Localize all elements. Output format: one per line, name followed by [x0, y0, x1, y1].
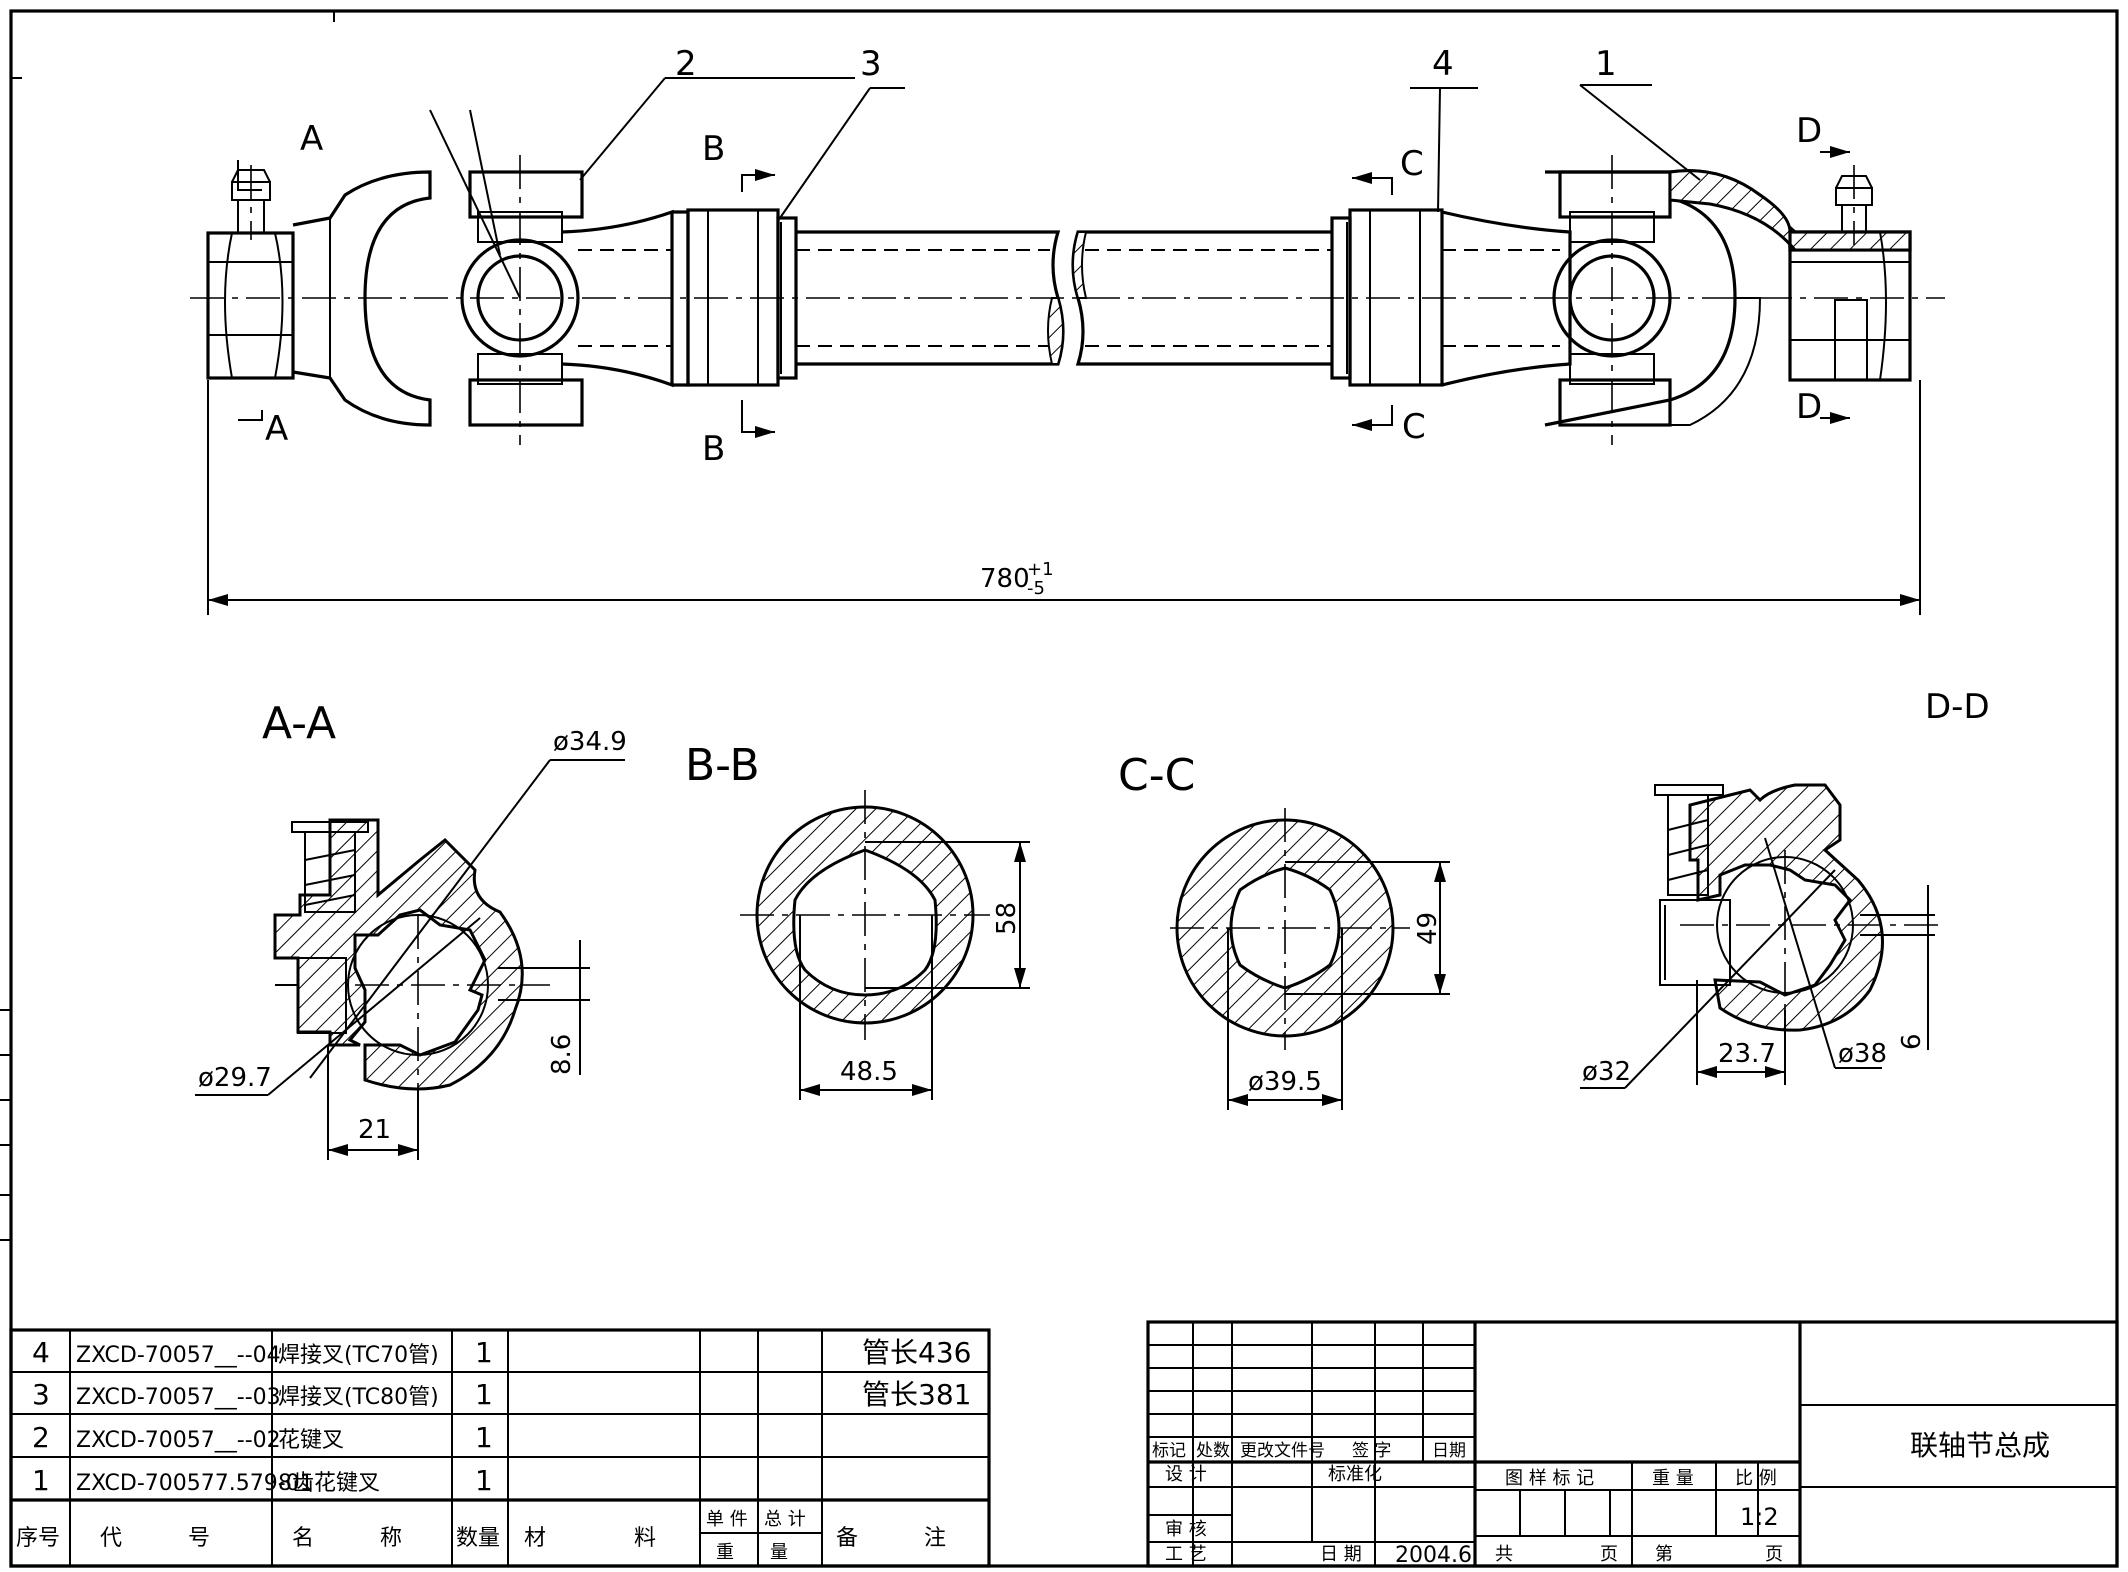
dd-dim-key: 6: [1897, 1033, 1927, 1050]
bom-row-1-seq: 1: [32, 1464, 50, 1497]
rev-header-signature: 签 字: [1352, 1441, 1391, 1461]
label-date: 日 期: [1320, 1544, 1362, 1565]
aa-dim-width: 21: [358, 1115, 391, 1145]
bom-header-qty: 数量: [456, 1526, 500, 1551]
bom-row-1-code: ZXCD-700577.579-01: [76, 1471, 314, 1496]
callout-2: 2: [675, 44, 697, 84]
dd-dim-width: 23.7: [1718, 1039, 1776, 1069]
label-review: 审 核: [1165, 1519, 1207, 1540]
aa-dim-key: 8.6: [547, 1034, 577, 1075]
bom-row-1-name: 8齿花键叉: [278, 1471, 380, 1496]
bom-row-4-name: 焊接叉(TC70管): [278, 1343, 439, 1368]
bom-header-seq: 序号: [16, 1526, 60, 1551]
rev-header-mark: 标记: [1152, 1441, 1186, 1461]
bom-row-3-remark: 管长381: [862, 1378, 971, 1411]
section-cc-title: C-C: [1118, 750, 1195, 801]
bom-row-2-name: 花键叉: [278, 1428, 344, 1453]
rev-header-count: 处数: [1196, 1441, 1230, 1461]
bom-row-3-code: ZXCD-70057__--03: [76, 1385, 281, 1410]
bom-row-4-code: ZXCD-70057__--04: [76, 1343, 281, 1368]
bom-header-weight: 重 量: [716, 1542, 788, 1563]
bom-row-2-qty: 1: [475, 1421, 493, 1454]
section-mark-d-top: D: [1796, 111, 1822, 151]
bom-row: 4 ZXCD-70057__--04 焊接叉(TC70管) 1 管长436: [32, 1336, 971, 1369]
bom-row-4-remark: 管长436: [862, 1336, 971, 1369]
label-weight: 重 量: [1652, 1468, 1694, 1489]
section-cc: C-C 49 ø39.5: [1118, 750, 1450, 1110]
label-scale: 比 例: [1735, 1468, 1777, 1489]
bom-row-2-seq: 2: [32, 1421, 50, 1454]
callout-4: 4: [1432, 44, 1454, 84]
label-design: 设 计: [1165, 1464, 1207, 1485]
label-standardize: 标准化: [1328, 1464, 1382, 1485]
bom-header-total-weight: 总 计: [764, 1509, 806, 1530]
overall-length-dimension: 780 +1 -5: [207, 380, 1921, 615]
bb-dim-vertical: 58: [992, 902, 1022, 935]
bom-header-name: 名 称: [292, 1526, 402, 1551]
overall-length-tol-lower: -5: [1027, 578, 1045, 599]
bb-dim-horizontal: 48.5: [840, 1057, 898, 1087]
bom-header-remark: 备 注: [836, 1526, 946, 1551]
section-indicators: A A B B C C D D: [237, 111, 1850, 469]
section-bb: B-B 58 48.5: [685, 740, 1030, 1100]
dd-dia-right: ø38: [1838, 1039, 1887, 1069]
section-mark-c-top: C: [1400, 144, 1424, 184]
title-block: 标记 处数 更改文件号 签 字 日期 设 计 标准化 审 核 工 艺 日 期 2…: [1146, 1320, 2119, 1568]
bom-table: 4 ZXCD-70057__--04 焊接叉(TC70管) 1 管长436 3 …: [9, 1328, 991, 1568]
cc-dim-vertical: 49: [1413, 912, 1443, 945]
section-bb-title: B-B: [685, 740, 760, 791]
drawing-title: 联轴节总成: [1910, 1429, 2050, 1462]
dd-dia-left: ø32: [1582, 1057, 1631, 1087]
rev-header-date: 日期: [1432, 1441, 1466, 1461]
label-page-unit: 页: [1765, 1544, 1783, 1565]
section-dd-title: D-D: [1925, 687, 1990, 727]
bom-row-3-qty: 1: [475, 1378, 493, 1411]
bom-row: 2 ZXCD-70057__--02 花键叉 1: [32, 1421, 493, 1454]
section-aa: A-A ø34.9 ø29.7 21 8.6: [195, 698, 627, 1160]
section-mark-d-bottom: D: [1796, 387, 1822, 427]
bom-header-material: 材 料: [524, 1526, 656, 1551]
section-mark-a-top: A: [300, 119, 323, 159]
section-mark-a-bottom: A: [265, 409, 288, 449]
bom-row-3-name: 焊接叉(TC80管): [278, 1385, 439, 1410]
bom-header-code: 代 号: [100, 1526, 210, 1551]
label-page: 第: [1655, 1544, 1673, 1565]
section-mark-b-bottom: B: [702, 429, 725, 469]
callout-3: 3: [860, 44, 882, 84]
scale-value: 1:2: [1740, 1503, 1779, 1531]
drawing-frame: [0, 9, 2119, 1568]
label-stage-mark: 图 样 标 记: [1505, 1468, 1594, 1489]
assembly-main-view: [190, 109, 1945, 445]
bom-row-4-qty: 1: [475, 1336, 493, 1369]
section-dd: D-D ø32 ø38 23.7 6: [1580, 687, 1990, 1089]
section-mark-c-bottom: C: [1402, 407, 1426, 447]
section-aa-title: A-A: [262, 698, 336, 749]
label-sheets: 页: [1600, 1544, 1618, 1565]
part-callouts: 2 3 4 1: [579, 44, 1701, 219]
bom-row-1-qty: 1: [475, 1464, 493, 1497]
bom-row-2-code: ZXCD-70057__--02: [76, 1428, 281, 1453]
label-process: 工 艺: [1165, 1544, 1207, 1565]
bom-row: 1 ZXCD-700577.579-01 8齿花键叉 1: [32, 1464, 493, 1497]
cc-dim-diameter: ø39.5: [1248, 1067, 1322, 1097]
overall-length-tol-upper: +1: [1027, 559, 1054, 580]
bom-row-4-seq: 4: [32, 1336, 50, 1369]
aa-dia-outer: ø34.9: [553, 727, 627, 757]
callout-1: 1: [1595, 44, 1617, 84]
label-total: 共: [1495, 1544, 1513, 1565]
rev-header-change-doc: 更改文件号: [1240, 1441, 1325, 1461]
date-value: 2004.6: [1395, 1543, 1472, 1568]
bom-row: 3 ZXCD-70057__--03 焊接叉(TC80管) 1 管长381: [32, 1378, 971, 1411]
overall-length-value: 780: [980, 564, 1030, 594]
section-mark-b-top: B: [702, 129, 725, 169]
bom-row-3-seq: 3: [32, 1378, 50, 1411]
bom-header-unit-weight: 单 件: [706, 1509, 748, 1530]
aa-dia-inner: ø29.7: [198, 1063, 272, 1093]
